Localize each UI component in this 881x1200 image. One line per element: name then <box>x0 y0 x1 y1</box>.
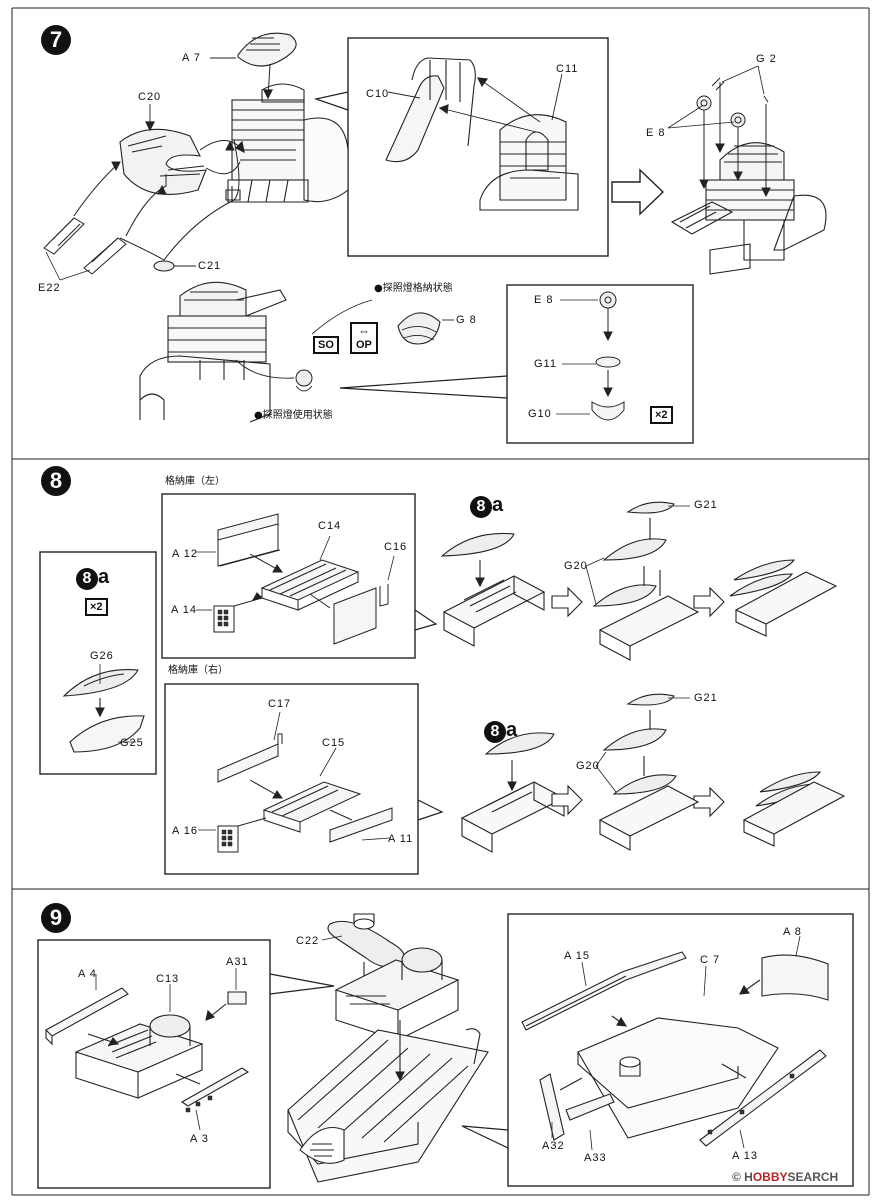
part-label-g26: G26 <box>90 650 114 662</box>
left-hangar-title: 格納庫（左） <box>165 476 225 487</box>
part-label-g2: G 2 <box>756 53 777 65</box>
part-label-g21-bottom: G21 <box>694 692 718 704</box>
part-label-a4: A 4 <box>78 968 97 980</box>
part-label-a3: A 3 <box>190 1133 209 1145</box>
part-label-c17: C17 <box>268 698 292 710</box>
quantity-x2-badge: ×2 <box>650 406 673 424</box>
op-badge: ⇔ OP <box>350 322 378 354</box>
part-label-c20: C20 <box>138 91 162 103</box>
part-label-g11: G11 <box>534 358 557 370</box>
so-badge: SO <box>313 336 339 354</box>
part-label-a16: A 16 <box>172 825 199 837</box>
part-label-a33: A33 <box>584 1152 607 1164</box>
part-label-e22: E22 <box>38 282 61 294</box>
sub-step-8a-suffix: a <box>98 566 110 588</box>
part-label-c16: C16 <box>384 541 408 553</box>
part-label-a7: A 7 <box>182 52 201 64</box>
part-label-g21-top: G21 <box>694 499 718 511</box>
part-label-c21: C21 <box>198 260 222 272</box>
part-label-e8-top: E 8 <box>646 127 666 139</box>
watermark-prefix: © H <box>732 1170 753 1184</box>
part-label-g10: G10 <box>528 408 552 420</box>
note-searchlight-in-use: ●探照燈使用状態 <box>254 410 333 421</box>
part-label-a13: A 13 <box>732 1150 759 1162</box>
part-label-c10: C10 <box>366 88 390 100</box>
part-label-c22: C22 <box>296 935 320 947</box>
part-label-g25: G25 <box>120 737 144 749</box>
open-close-icon: ⇔ <box>357 324 370 338</box>
part-label-c15: C15 <box>322 737 346 749</box>
part-label-c13: C13 <box>156 973 180 985</box>
part-label-c11: C11 <box>556 63 579 75</box>
note-searchlight-stowed: ●探照燈格納状態 <box>374 283 453 294</box>
right-hangar-title: 格納庫（右） <box>168 665 228 676</box>
part-label-a32: A32 <box>542 1140 565 1152</box>
part-label-a31: A31 <box>226 956 249 968</box>
sub-step-8a-x2-badge: ×2 <box>85 598 108 616</box>
part-label-e8-box: E 8 <box>534 294 554 306</box>
ref-8a-top-num: 8 <box>470 496 492 518</box>
part-label-c14: C14 <box>318 520 342 532</box>
part-label-g20-bottom: G20 <box>576 760 600 772</box>
part-label-g8: G 8 <box>456 314 477 326</box>
part-label-c7: C 7 <box>700 954 721 966</box>
step-8-badge: 8 <box>41 466 71 496</box>
part-label-a14: A 14 <box>171 604 198 616</box>
op-text: OP <box>356 339 372 351</box>
watermark-suffix: SEARCH <box>787 1170 839 1184</box>
step-9-badge: 9 <box>41 903 71 933</box>
hobbysearch-watermark: © HOBBYSEARCH <box>732 1170 838 1184</box>
ref-8a-bottom-num: 8 <box>484 721 506 743</box>
part-label-a8: A 8 <box>783 926 802 938</box>
part-label-a12: A 12 <box>172 548 199 560</box>
part-label-g20-top: G20 <box>564 560 588 572</box>
part-label-a15: A 15 <box>564 950 591 962</box>
sub-step-8a-num: 8 <box>76 568 98 590</box>
part-label-a11: A 11 <box>388 833 414 845</box>
watermark-brand: OBBY <box>752 1170 788 1184</box>
ref-8a-top-suffix: a <box>492 494 504 516</box>
ref-8a-bottom-suffix: a <box>506 719 518 741</box>
step-7-badge: 7 <box>41 25 71 55</box>
